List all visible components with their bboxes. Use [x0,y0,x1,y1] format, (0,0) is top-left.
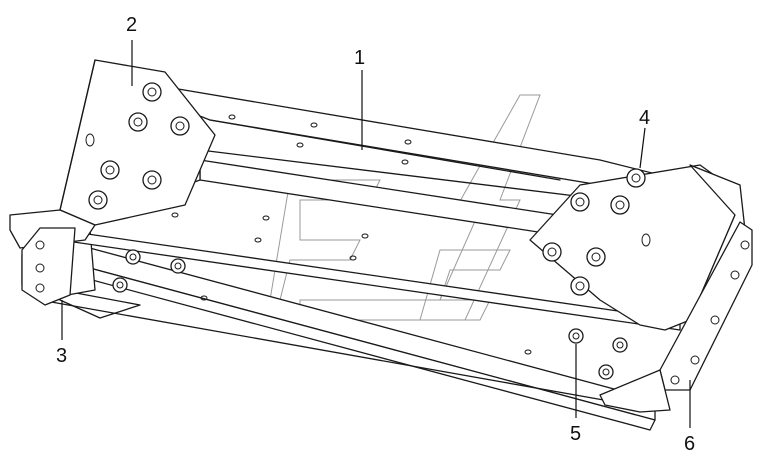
callout-5: 5 [570,423,581,445]
right-vertical-bracket [599,221,753,413]
right-plate-bolts [542,168,651,296]
callout-6: 6 [684,433,695,455]
bar-holes [171,114,532,355]
left-vertical-bracket [21,227,76,306]
callout-2: 2 [126,14,137,36]
rail-nuts [112,249,628,380]
callout-1: 1 [354,47,365,69]
left-top-plate [9,59,216,249]
callout-3: 3 [56,345,67,367]
callout-leaders [61,40,691,428]
left-plate-bolts [85,82,190,210]
callout-4: 4 [639,107,650,129]
